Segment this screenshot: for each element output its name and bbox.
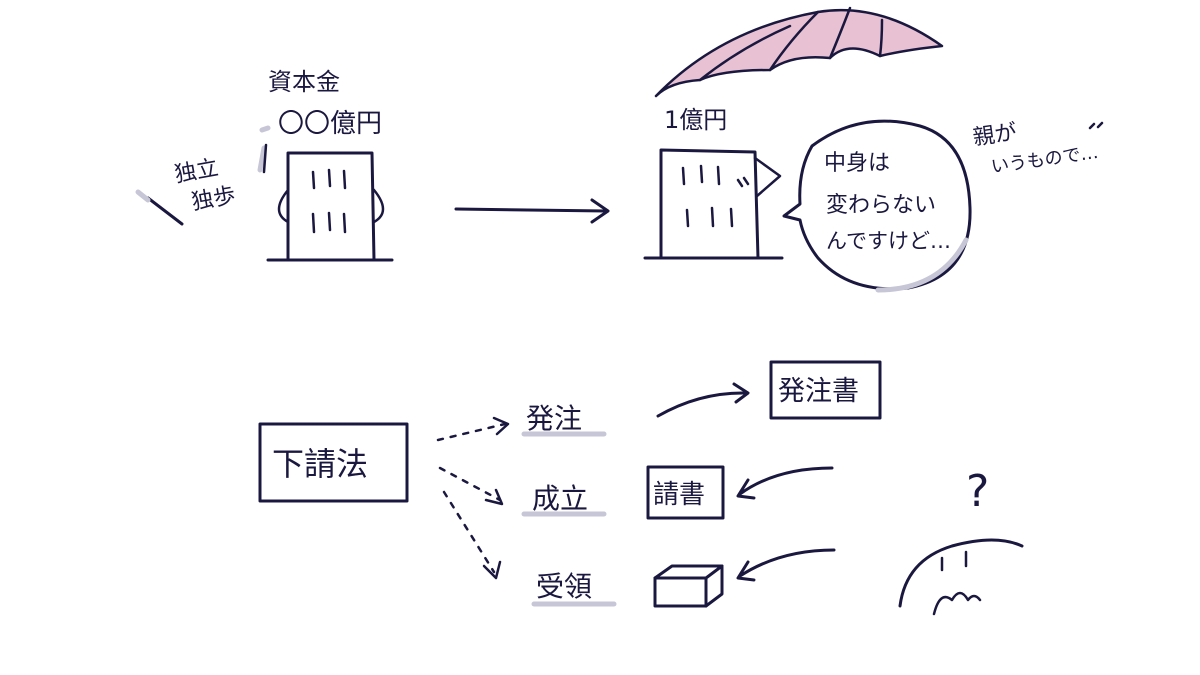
subcontract-act-group: 下請法 発注 成立 受領 発注書 請書 ? bbox=[258, 360, 1024, 616]
arrowhead bbox=[482, 560, 502, 580]
order-form-box bbox=[769, 360, 882, 420]
building-icon bbox=[643, 148, 784, 260]
dotted-arrow-receipt bbox=[442, 490, 496, 574]
curved-arrow-to-package bbox=[736, 548, 836, 582]
question-mark: ? bbox=[966, 466, 989, 517]
speech-line-3: んですけど… bbox=[826, 229, 951, 253]
umbrella-icon bbox=[654, 6, 944, 98]
parent-note: 親が いうもので… bbox=[971, 120, 1100, 178]
acceptance-form-label: 請書 bbox=[653, 480, 705, 510]
speech-line-2: 変わらない bbox=[826, 193, 936, 218]
emphasis-stroke bbox=[262, 143, 268, 174]
law-name: 下請法 bbox=[272, 445, 368, 483]
independence-note-line1: 独立 bbox=[173, 156, 221, 188]
building-icon bbox=[266, 151, 394, 262]
transition-arrow bbox=[454, 198, 610, 224]
highlight-stroke bbox=[259, 125, 271, 133]
arrowhead bbox=[492, 416, 510, 436]
emphasis-stroke bbox=[146, 196, 184, 226]
dotted-arrow-order bbox=[436, 422, 507, 442]
independent-company-group: 資本金 〇〇億円 独立 独歩 bbox=[135, 68, 394, 262]
order-form-label: 発注書 bbox=[778, 376, 859, 407]
dotted-arrow-agreement bbox=[438, 466, 502, 502]
arrowhead bbox=[484, 488, 504, 506]
capital-amount-large: 〇〇億円 bbox=[278, 109, 382, 139]
speech-bubble-icon bbox=[782, 119, 972, 293]
parent-note-line2: いうもので… bbox=[990, 142, 1100, 178]
independence-note: 独立 独歩 bbox=[173, 156, 238, 216]
law-name-box bbox=[258, 422, 409, 503]
highlight-stroke bbox=[257, 145, 267, 173]
package-icon bbox=[653, 564, 724, 608]
stage-label-agreement: 成立 bbox=[532, 482, 588, 515]
confused-face-icon bbox=[898, 538, 1024, 616]
stage-label-receipt: 受領 bbox=[536, 570, 592, 603]
emphasis-stroke bbox=[1088, 121, 1104, 130]
speech-line-1: 中身は bbox=[824, 151, 890, 176]
capital-label: 資本金 bbox=[268, 68, 340, 96]
curved-arrow-to-order-form bbox=[656, 382, 750, 418]
parent-note-line1: 親が bbox=[971, 120, 1018, 151]
curved-arrow-to-acceptance bbox=[736, 466, 834, 500]
subsidiary-company-group: 1億円 中身は 変わらない んですけど… 親が いうもので… bbox=[643, 6, 1104, 293]
independence-note-line2: 独歩 bbox=[190, 183, 238, 215]
acceptance-form-box bbox=[646, 465, 725, 520]
capital-amount-small: 1億円 bbox=[664, 106, 727, 134]
highlight-stroke bbox=[135, 189, 151, 203]
stage-label-order: 発注 bbox=[526, 402, 582, 435]
